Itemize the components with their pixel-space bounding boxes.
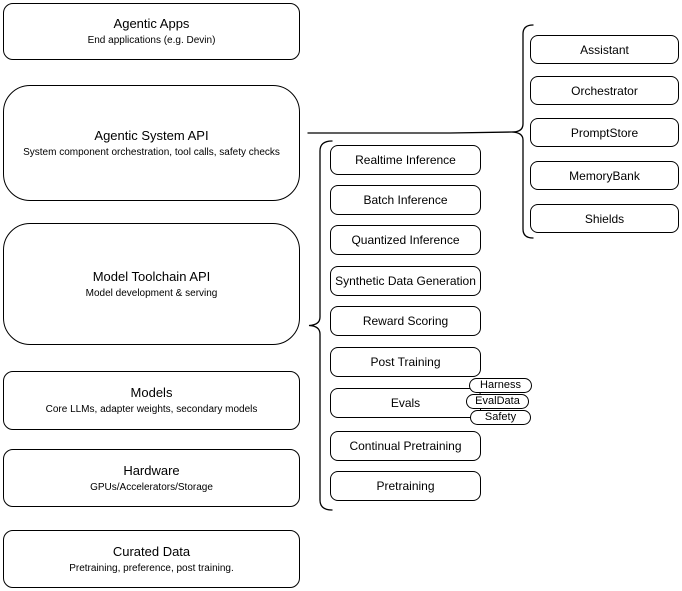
service-box-evals: Evals (330, 388, 481, 418)
layer-title: Curated Data (112, 543, 191, 559)
layer-title: Model Toolchain API (92, 268, 211, 284)
system-api-to-components-connector (307, 131, 513, 134)
service-label: Continual Pretraining (349, 439, 462, 453)
eval-tag-harness: Harness (469, 378, 532, 393)
eval-tag-label: EvalData (475, 395, 520, 407)
service-box-continual-pretraining: Continual Pretraining (330, 431, 481, 461)
service-label: Post Training (370, 355, 441, 369)
service-label: Reward Scoring (362, 314, 449, 328)
service-label: Quantized Inference (351, 233, 460, 247)
layer-subtitle: Core LLMs, adapter weights, secondary mo… (45, 404, 258, 415)
layer-subtitle: System component orchestration, tool cal… (23, 146, 280, 158)
service-box-quantized-inference: Quantized Inference (330, 225, 481, 255)
service-label: Synthetic Data Generation (335, 274, 476, 288)
component-box-memorybank: MemoryBank (530, 161, 679, 190)
service-label: Pretraining (376, 479, 435, 493)
eval-tag-safety: Safety (470, 410, 531, 425)
layer-title: Hardware (123, 462, 180, 478)
service-box-batch-inference: Batch Inference (330, 185, 481, 215)
layer-box-curated-data: Curated Data Pretraining, preference, po… (3, 530, 300, 588)
layer-title: Agentic System API (94, 127, 209, 143)
component-box-shields: Shields (530, 204, 679, 233)
service-box-realtime-inference: Realtime Inference (330, 145, 481, 175)
component-label: Orchestrator (571, 83, 638, 98)
component-box-promptstore: PromptStore (530, 118, 679, 147)
layer-title: Models (130, 385, 173, 400)
service-box-pretraining: Pretraining (330, 471, 481, 501)
service-label: Realtime Inference (355, 153, 456, 167)
component-box-assistant: Assistant (530, 35, 679, 64)
eval-tag-label: Safety (484, 411, 517, 423)
component-label: Assistant (580, 42, 629, 57)
service-box-reward-scoring: Reward Scoring (330, 306, 481, 336)
component-label: PromptStore (570, 125, 639, 140)
layer-subtitle: GPUs/Accelerators/Storage (90, 481, 213, 493)
layer-subtitle: End applications (e.g. Devin) (87, 35, 216, 46)
layer-box-agentic-apps: Agentic Apps End applications (e.g. Devi… (3, 3, 300, 60)
layer-subtitle: Model development & serving (85, 287, 218, 299)
layer-title: Agentic Apps (113, 16, 190, 31)
component-box-orchestrator: Orchestrator (530, 76, 679, 105)
service-box-post-training: Post Training (330, 347, 481, 377)
service-label: Evals (390, 396, 421, 410)
component-label: MemoryBank (569, 168, 640, 183)
eval-tag-label: Harness (480, 379, 521, 391)
service-box-synthetic-data-generation: Synthetic Data Generation (330, 266, 481, 296)
layer-box-models: Models Core LLMs, adapter weights, secon… (3, 371, 300, 430)
service-label: Batch Inference (363, 193, 448, 207)
layer-subtitle: Pretraining, preference, post training. (69, 562, 234, 574)
eval-tag-evaldata: EvalData (466, 394, 529, 409)
toolchain-group-brace (308, 140, 333, 511)
layer-box-model-toolchain-api: Model Toolchain API Model development & … (3, 223, 300, 345)
component-label: Shields (584, 211, 625, 226)
layer-box-hardware: Hardware GPUs/Accelerators/Storage (3, 449, 300, 507)
layer-box-agentic-system-api: Agentic System API System component orch… (3, 85, 300, 201)
